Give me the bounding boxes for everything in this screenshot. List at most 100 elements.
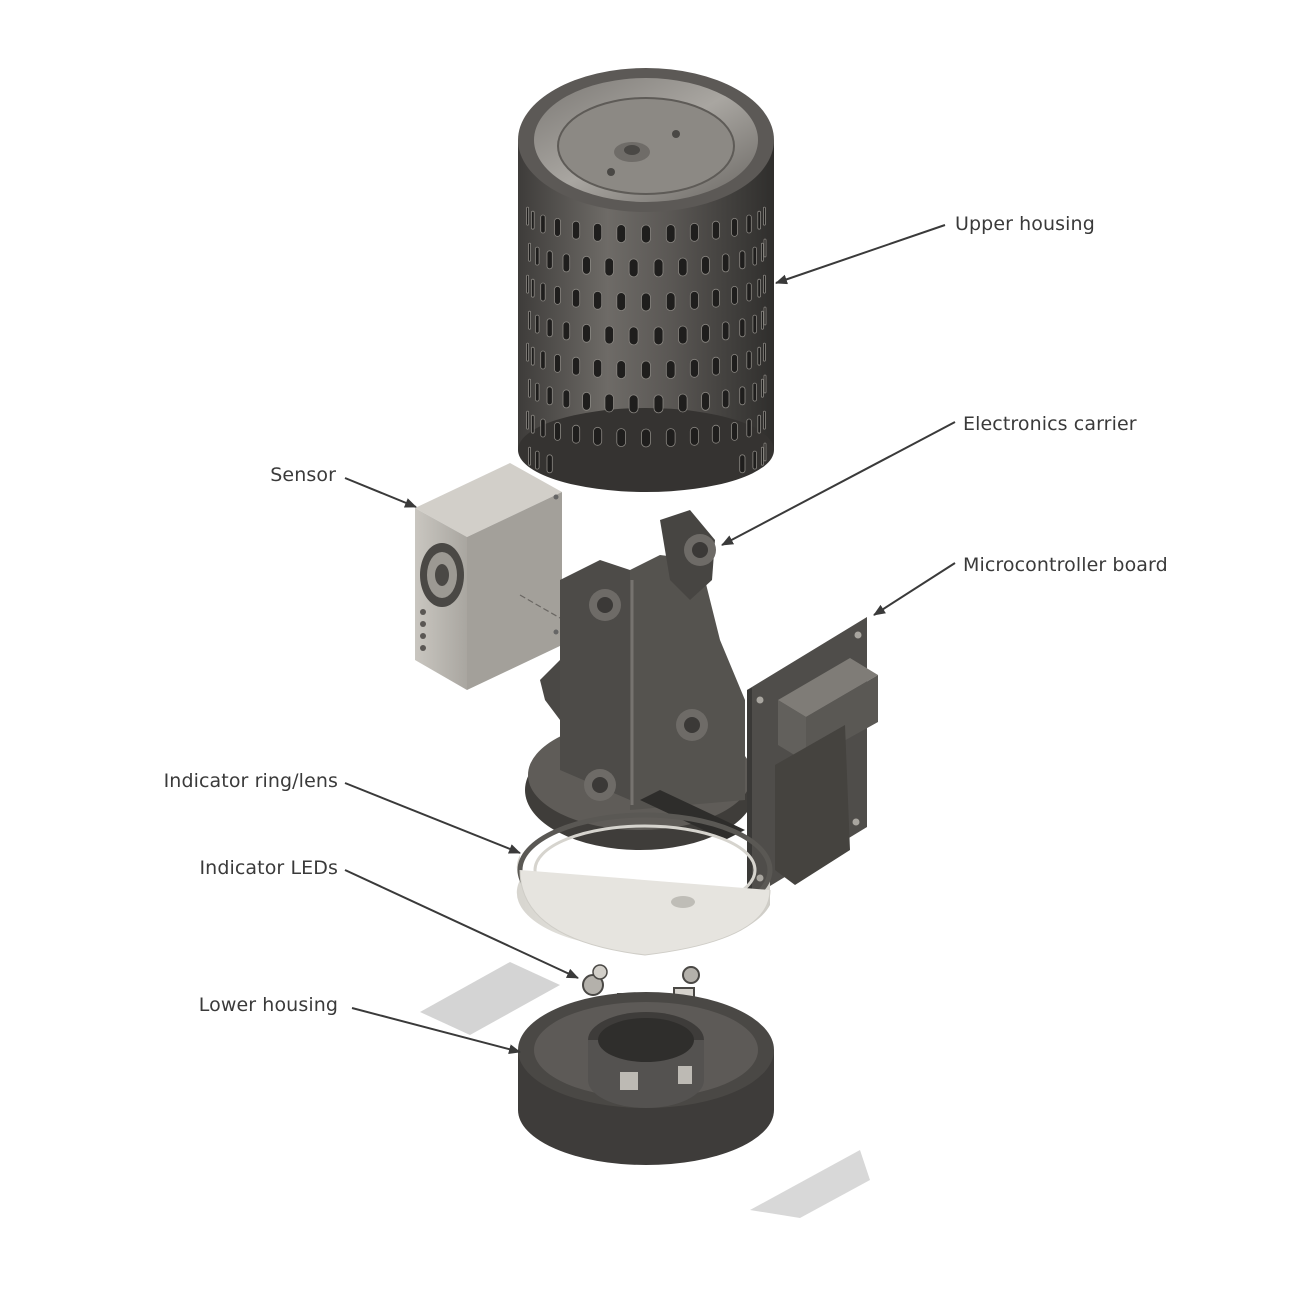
perforation-hole <box>572 288 581 308</box>
perforation-hole <box>746 214 752 234</box>
perforation-hole <box>757 346 761 366</box>
perforation-hole <box>562 389 571 409</box>
perforation-hole <box>616 360 626 380</box>
perforation-hole <box>604 257 614 277</box>
perforation-hole <box>593 358 603 378</box>
perforation-hole <box>531 414 535 434</box>
perforation-hole <box>678 325 688 345</box>
perforation-hole <box>763 442 767 462</box>
leader-upper-housing <box>775 224 946 285</box>
perforation-hole <box>731 217 738 237</box>
perforation-hole <box>554 217 561 237</box>
perforation-hole <box>531 278 535 298</box>
perforation-hole <box>604 325 614 345</box>
upper-housing-perforations <box>526 206 767 474</box>
microcontroller-board-part <box>747 617 878 900</box>
perforation-hole <box>546 318 553 338</box>
perforation-hole <box>721 253 730 273</box>
perforation-hole <box>752 314 758 334</box>
perforation-hole <box>763 306 767 326</box>
perforation-hole <box>531 346 535 366</box>
perforation-hole <box>746 418 752 438</box>
perforation-hole <box>653 258 664 278</box>
perforation-hole <box>535 450 540 470</box>
perforation-hole <box>701 255 710 275</box>
perforation-hole <box>761 310 764 330</box>
perforation-hole <box>582 391 591 411</box>
perforation-hole <box>593 290 603 310</box>
perforation-hole <box>628 258 639 278</box>
floor-shadow <box>750 1150 870 1218</box>
perforation-hole <box>641 428 651 448</box>
perforation-hole <box>757 278 761 298</box>
perforation-hole <box>763 374 767 394</box>
perforation-hole <box>616 224 626 244</box>
perforation-hole <box>757 414 761 434</box>
perforation-hole <box>721 389 730 409</box>
perforation-hole <box>763 274 766 294</box>
leader-microcontroller-board <box>873 562 956 616</box>
perforation-hole <box>665 224 676 244</box>
perforation-hole <box>701 391 710 411</box>
indicator-ring-part <box>516 812 773 956</box>
perforation-hole <box>761 378 764 398</box>
perforation-hole <box>746 282 752 302</box>
perforation-hole <box>752 246 758 266</box>
upper-housing-part <box>518 68 774 492</box>
perforation-hole <box>711 356 720 376</box>
perforation-hole <box>526 410 529 430</box>
perforation-hole <box>540 418 546 438</box>
perforation-hole <box>535 314 540 334</box>
perforation-hole <box>593 426 603 446</box>
perforation-hole <box>711 220 720 240</box>
perforation-hole <box>653 394 664 414</box>
perforation-hole <box>689 358 699 378</box>
leader-lines <box>344 224 956 1055</box>
perforation-hole <box>582 323 591 343</box>
perforation-hole <box>761 242 764 262</box>
leader-electronics-carrier <box>721 421 956 546</box>
perforation-hole <box>763 410 766 430</box>
perforation-hole <box>535 246 540 266</box>
perforation-hole <box>540 282 546 302</box>
perforation-hole <box>689 426 699 446</box>
perforation-hole <box>752 382 758 402</box>
perforation-hole <box>689 290 699 310</box>
perforation-hole <box>546 454 553 474</box>
perforation-hole <box>528 242 531 262</box>
perforation-hole <box>731 285 738 305</box>
callout-sensor: Sensor <box>270 464 336 486</box>
perforation-hole <box>763 342 766 362</box>
perforation-hole <box>701 323 710 343</box>
perforation-hole <box>572 424 581 444</box>
perforation-hole <box>689 222 699 242</box>
perforation-hole <box>616 292 626 312</box>
perforation-hole <box>731 353 738 373</box>
perforation-hole <box>653 326 664 346</box>
perforation-hole <box>546 386 553 406</box>
leader-sensor <box>344 477 417 508</box>
perforation-hole <box>678 393 688 413</box>
floor-shadow <box>420 962 560 1035</box>
perforation-hole <box>526 274 529 294</box>
perforation-hole <box>763 238 767 258</box>
perforation-hole <box>572 220 581 240</box>
perforation-hole <box>562 253 571 273</box>
perforation-hole <box>641 292 651 312</box>
perforation-hole <box>528 310 531 330</box>
perforation-hole <box>641 224 651 244</box>
callout-indicator-ring: Indicator ring/lens <box>163 770 338 792</box>
perforation-hole <box>562 321 571 341</box>
perforation-hole <box>739 318 746 338</box>
perforation-hole <box>665 428 676 448</box>
perforation-hole <box>628 394 639 414</box>
sensor-part <box>415 463 562 690</box>
callout-microcontroller-board: Microcontroller board <box>963 554 1168 576</box>
callout-electronics-carrier: Electronics carrier <box>963 413 1137 435</box>
leader-indicator-leds <box>344 869 579 979</box>
perforation-hole <box>763 206 766 226</box>
perforation-hole <box>711 424 720 444</box>
perforation-hole <box>593 222 603 242</box>
perforation-hole <box>546 250 553 270</box>
